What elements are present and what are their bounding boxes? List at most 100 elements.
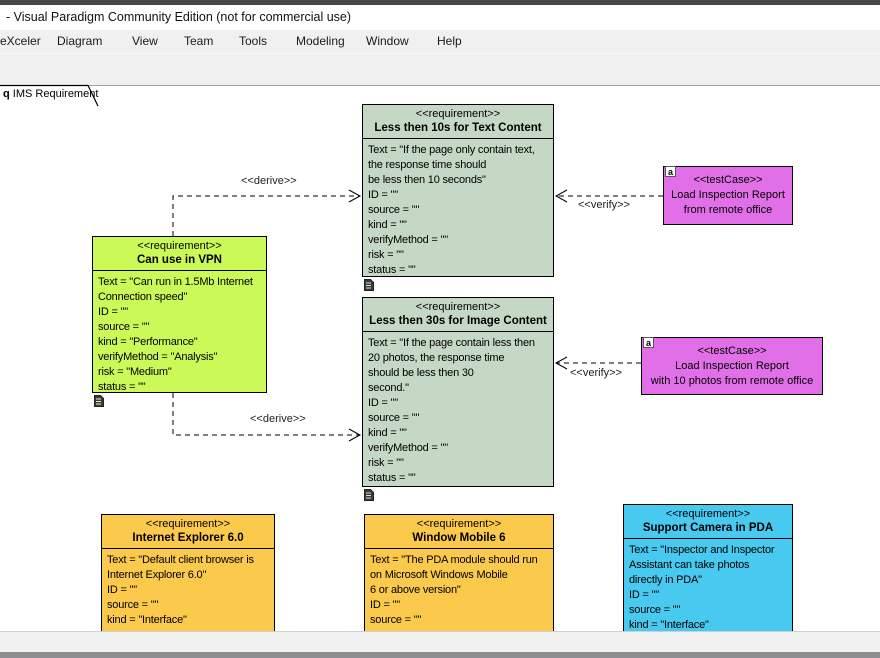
attribute-line: kind = "Interface" [107, 614, 187, 626]
attribute-line: ID = "" [368, 397, 398, 409]
requirement-box-support-camera[interactable]: <<requirement>> Support Camera in PDA Te… [623, 504, 793, 631]
tabbar-divider [0, 85, 880, 86]
stereotype-label: <<requirement>> [665, 508, 751, 520]
derive-label-2[interactable]: <<derive>> [250, 413, 306, 425]
attribute-line: Text = "Default client browser is [107, 554, 254, 566]
attribute-line: kind = "Performance" [98, 336, 198, 348]
requirement-header: <<requirement>> Window Mobile 6 [365, 515, 553, 549]
attribute-line: on Microsoft Windows Mobile [370, 569, 508, 581]
stereotype-label: <<requirement>> [415, 108, 501, 120]
requirement-name: Window Mobile 6 [412, 532, 506, 544]
requirement-name: Less then 10s for Text Content [374, 122, 542, 134]
description-icon [364, 489, 374, 501]
auxiliary-badge-icon: a [665, 166, 676, 177]
requirement-attributes: Text = "If the page contain less then 20 … [363, 332, 553, 486]
verify-arrowhead-2 [554, 356, 568, 370]
testcase-name-line: Load Inspection Report [671, 189, 785, 201]
derive-connector-2[interactable] [172, 393, 360, 436]
requirement-header: <<requirement>> Support Camera in PDA [624, 505, 792, 539]
attribute-line: risk = "Medium" [98, 366, 172, 378]
requirement-box-window-mobile[interactable]: <<requirement>> Window Mobile 6 Text = "… [364, 514, 554, 631]
menu-view[interactable]: View [132, 34, 158, 48]
attribute-line: Connection speed" [98, 291, 188, 303]
attribute-line: risk = "" [368, 249, 404, 261]
testcase-box-load-report-remote[interactable]: a <<testCase>> Load Inspection Report fr… [663, 166, 793, 225]
menubar: eXceler Diagram View Team Tools Modeling… [0, 30, 880, 53]
requirement-header: <<requirement>> Internet Explorer 6.0 [102, 515, 274, 549]
menu-help[interactable]: Help [437, 34, 462, 48]
menu-window[interactable]: Window [366, 34, 409, 48]
attribute-line: source = "" [98, 321, 150, 333]
description-icon [364, 279, 374, 291]
menu-tools[interactable]: Tools [239, 34, 268, 48]
requirement-name: Less then 30s for Image Content [369, 315, 547, 327]
attribute-line: source = "" [107, 599, 159, 611]
attribute-line: Text = "Can run in 1.5Mb Internet [98, 276, 253, 288]
attribute-line: ID = "" [629, 589, 659, 601]
window-title: - Visual Paradigm Community Edition (not… [6, 10, 352, 24]
stereotype-label: <<requirement>> [415, 301, 501, 313]
verify-label-1[interactable]: <<verify>> [578, 199, 630, 211]
horizontal-scrollbar[interactable] [0, 631, 880, 653]
derive-label-1[interactable]: <<derive>> [241, 175, 297, 187]
stereotype-label: <<testCase>> [697, 345, 767, 357]
testcase-box-load-report-photos[interactable]: a <<testCase>> Load Inspection Report wi… [641, 337, 823, 395]
tab-ims-requirement[interactable]: q IMS Requirement [3, 88, 98, 100]
diagram-canvas[interactable]: <<derive>> <<derive>> <<verify>> <<verif… [0, 87, 880, 631]
attribute-line: source = "" [368, 204, 420, 216]
requirement-header: <<requirement>> Less then 10s for Text C… [363, 105, 553, 139]
attribute-line: kind = "" [368, 427, 407, 439]
attribute-line: should be less then 30 [368, 367, 474, 379]
attribute-line: status = "" [368, 264, 416, 276]
attribute-line: source = "" [368, 412, 420, 424]
attribute-line: the response time should [368, 159, 487, 171]
derive-connector-1[interactable] [172, 195, 360, 236]
attribute-line: status = "" [368, 472, 416, 484]
requirement-header: <<requirement>> Less then 30s for Image … [363, 298, 553, 332]
attribute-line: verifyMethod = "" [368, 442, 448, 454]
titlebar: - Visual Paradigm Community Edition (not… [0, 5, 880, 30]
requirement-name: Internet Explorer 6.0 [132, 532, 244, 544]
menu-exceler[interactable]: eXceler [0, 34, 41, 48]
attribute-line: source = "" [370, 614, 422, 626]
requirement-box-less-then-10s[interactable]: <<requirement>> Less then 10s for Text C… [362, 104, 554, 277]
derive-arrowhead-2 [348, 428, 362, 442]
window-top-border [0, 0, 880, 5]
menu-diagram[interactable]: Diagram [57, 34, 103, 48]
menu-modeling[interactable]: Modeling [296, 34, 345, 48]
attribute-line: Assistant can take photos [629, 559, 750, 571]
attribute-line: Text = "If the page contain less then [368, 337, 535, 349]
stereotype-label: <<requirement>> [137, 240, 222, 252]
testcase-name-line: from remote office [683, 204, 773, 216]
attribute-line: verifyMethod = "Analysis" [98, 351, 218, 363]
requirement-box-can-use-in-vpn[interactable]: <<requirement>> Can use in VPN Text = "C… [92, 236, 267, 393]
attribute-line: Internet Explorer 6.0" [107, 569, 207, 581]
connector-lines [172, 189, 663, 442]
requirement-attributes: Text = "Default client browser is Interne… [102, 549, 274, 628]
attribute-line: source = "" [629, 604, 681, 616]
verify-arrowhead-1 [554, 189, 568, 203]
requirement-name: Can use in VPN [137, 254, 222, 266]
attribute-line: 20 photos, the response time [368, 352, 505, 364]
attribute-line: kind = "" [368, 219, 407, 231]
attribute-line: Text = "If the page only contain text, [368, 144, 535, 156]
testcase-name-line: with 10 photos from remote office [650, 375, 814, 387]
auxiliary-badge-icon: a [643, 337, 654, 348]
derive-arrowhead-1 [348, 189, 362, 203]
requirement-attributes: Text = "If the page only contain text, th… [363, 139, 553, 278]
attribute-line: ID = "" [370, 599, 400, 611]
description-icon [94, 395, 104, 407]
toolbar [0, 53, 880, 86]
attribute-line: be less then 10 seconds" [368, 174, 486, 186]
requirement-box-internet-explorer[interactable]: <<requirement>> Internet Explorer 6.0 Te… [101, 514, 275, 631]
menu-team[interactable]: Team [184, 34, 214, 48]
verify-label-2[interactable]: <<verify>> [570, 367, 622, 379]
requirement-box-less-then-30s[interactable]: <<requirement>> Less then 30s for Image … [362, 297, 554, 487]
requirement-diagram-icon: q [3, 88, 10, 100]
stereotype-label: <<requirement>> [145, 518, 231, 530]
stereotype-label: <<testCase>> [693, 174, 763, 186]
testcase-name-line: Load Inspection Report [675, 360, 789, 372]
